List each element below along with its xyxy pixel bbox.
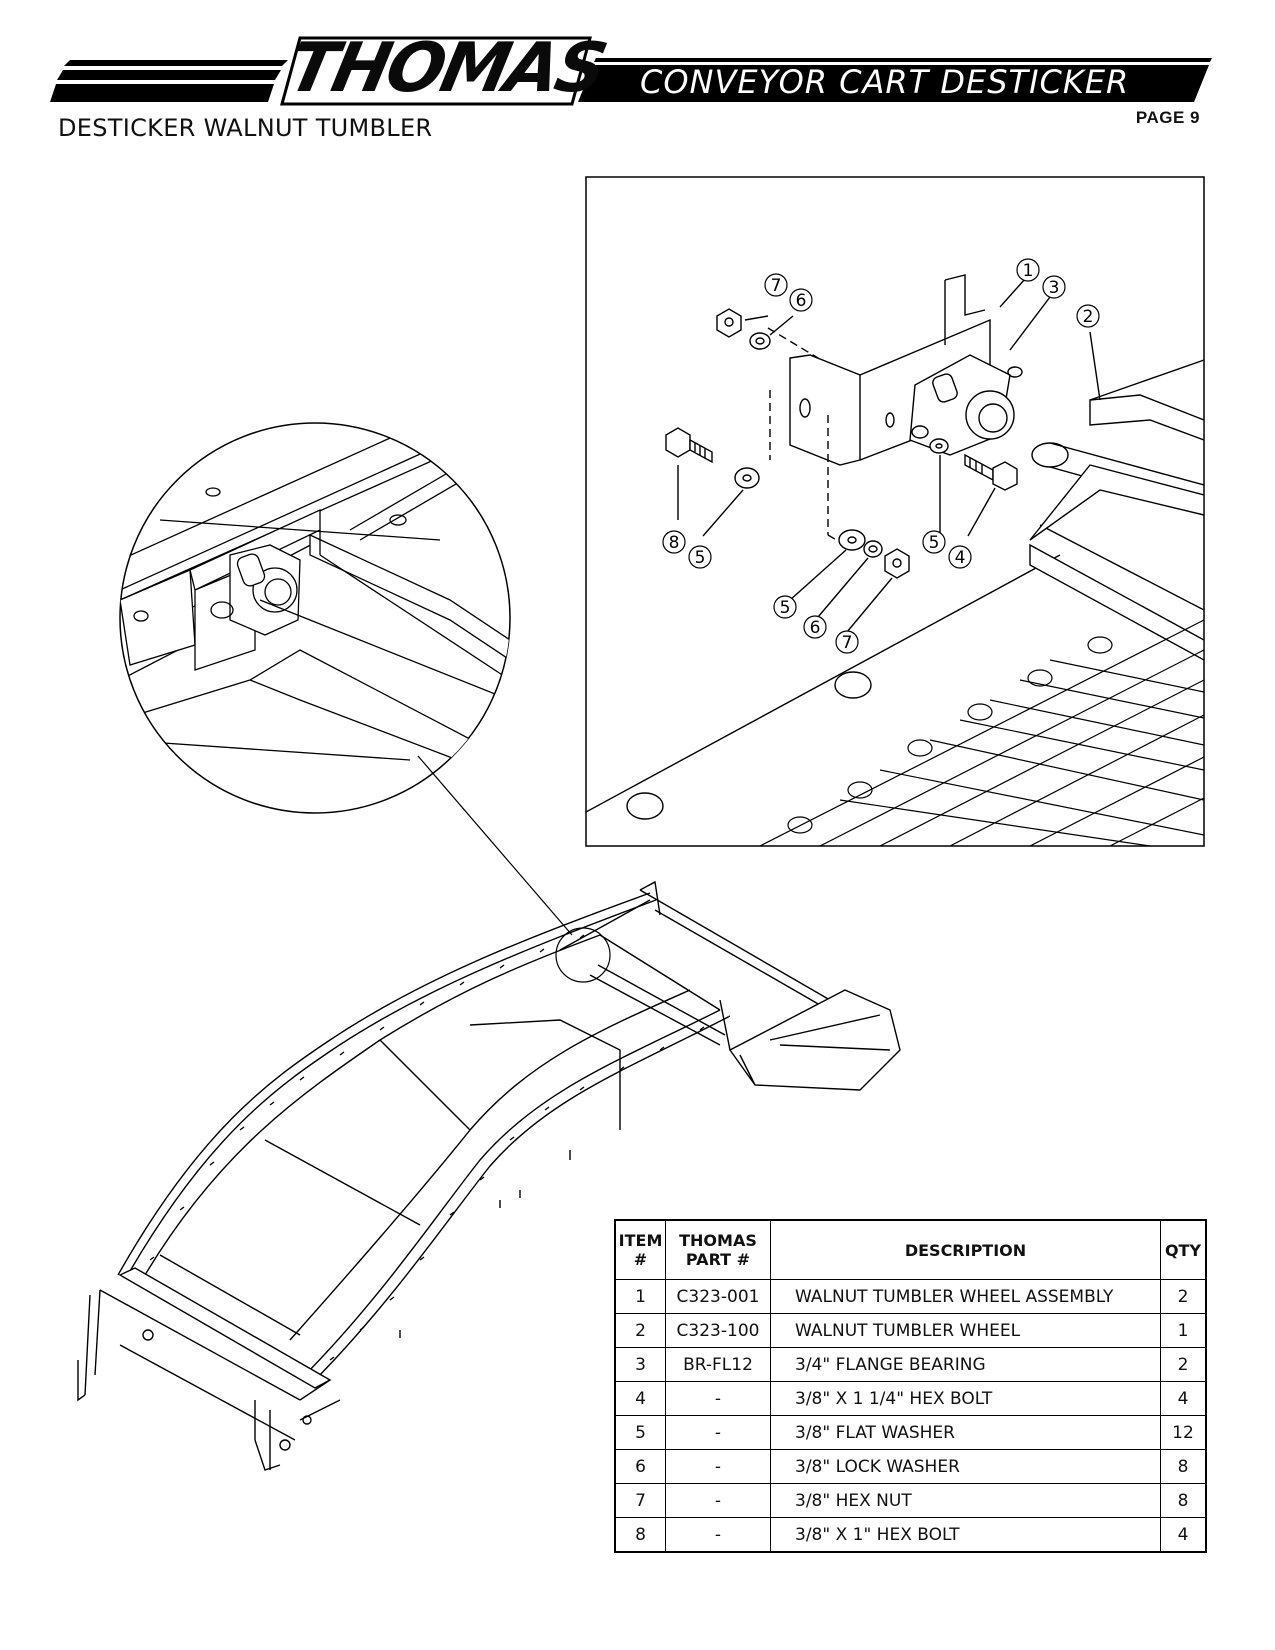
cell-qty: 8 <box>1160 1483 1207 1518</box>
cell-description: 3/8" X 1" HEX BOLT <box>770 1517 1161 1553</box>
cell-item: 7 <box>614 1483 666 1518</box>
exploded-detail <box>586 274 1204 846</box>
callout-5a: 5 <box>695 548 706 568</box>
detail-callouts <box>662 258 1100 654</box>
cell-part: - <box>665 1483 771 1518</box>
header-banner <box>50 36 1212 106</box>
callout-5c: 5 <box>780 598 791 618</box>
cell-qty: 8 <box>1160 1449 1207 1484</box>
callout-6a: 6 <box>796 291 807 311</box>
cell-description: 3/4" FLANGE BEARING <box>770 1347 1161 1382</box>
cell-qty: 4 <box>1160 1517 1207 1553</box>
cell-part: - <box>665 1517 771 1553</box>
cell-item: 3 <box>614 1347 666 1382</box>
cell-item: 8 <box>614 1517 666 1553</box>
cell-item: 5 <box>614 1415 666 1450</box>
cell-item: 2 <box>614 1313 666 1348</box>
header-qty: QTY <box>1160 1219 1207 1280</box>
magnifier-leader <box>417 755 573 936</box>
header-item: ITEM# <box>614 1219 666 1280</box>
cell-part: C323-100 <box>665 1313 771 1348</box>
cell-description: 3/8" LOCK WASHER <box>770 1449 1161 1484</box>
cell-description: 3/8" FLAT WASHER <box>770 1415 1161 1450</box>
cell-part: - <box>665 1415 771 1450</box>
detail-callout-labels: 1 3 2 7 6 8 5 5 4 5 6 7 <box>669 261 1094 653</box>
brand-box <box>280 36 592 106</box>
callout-8: 8 <box>669 533 680 553</box>
callout-4: 4 <box>955 548 966 568</box>
right-banner <box>578 58 1212 102</box>
cell-qty: 4 <box>1160 1381 1207 1416</box>
callout-3: 3 <box>1049 278 1060 298</box>
cell-item: 4 <box>614 1381 666 1416</box>
cell-description: WALNUT TUMBLER WHEEL ASSEMBLY <box>770 1279 1161 1314</box>
cell-part: BR-FL12 <box>665 1347 771 1382</box>
cell-part: - <box>665 1381 771 1416</box>
cell-description: 3/8" X 1 1/4" HEX BOLT <box>770 1381 1161 1416</box>
callout-7b: 7 <box>842 633 853 653</box>
cell-part: - <box>665 1449 771 1484</box>
cell-qty: 2 <box>1160 1347 1207 1382</box>
cell-description: 3/8" HEX NUT <box>770 1483 1161 1518</box>
cell-item: 6 <box>614 1449 666 1484</box>
callout-6b: 6 <box>810 618 821 638</box>
cell-item: 1 <box>614 1279 666 1314</box>
header-description: DESCRIPTION <box>770 1219 1161 1280</box>
magnified-detail-circle <box>119 422 511 814</box>
document-title: CONVEYOR CART DESTICKER <box>640 63 1130 101</box>
page-number: PAGE 9 <box>1135 108 1200 127</box>
cell-part: C323-001 <box>665 1279 771 1314</box>
callout-7a: 7 <box>771 276 782 296</box>
cell-qty: 1 <box>1160 1313 1207 1348</box>
section-title: DESTICKER WALNUT TUMBLER <box>58 114 433 142</box>
cell-qty: 2 <box>1160 1279 1207 1314</box>
callout-2: 2 <box>1083 307 1094 327</box>
detail-view-frame <box>585 176 1205 847</box>
cell-qty: 12 <box>1160 1415 1207 1450</box>
conveyor-assembly <box>77 880 901 1471</box>
callout-1: 1 <box>1023 261 1034 281</box>
cell-description: WALNUT TUMBLER WHEEL <box>770 1313 1161 1348</box>
left-stripes <box>50 60 288 102</box>
callout-5b: 5 <box>929 533 940 553</box>
